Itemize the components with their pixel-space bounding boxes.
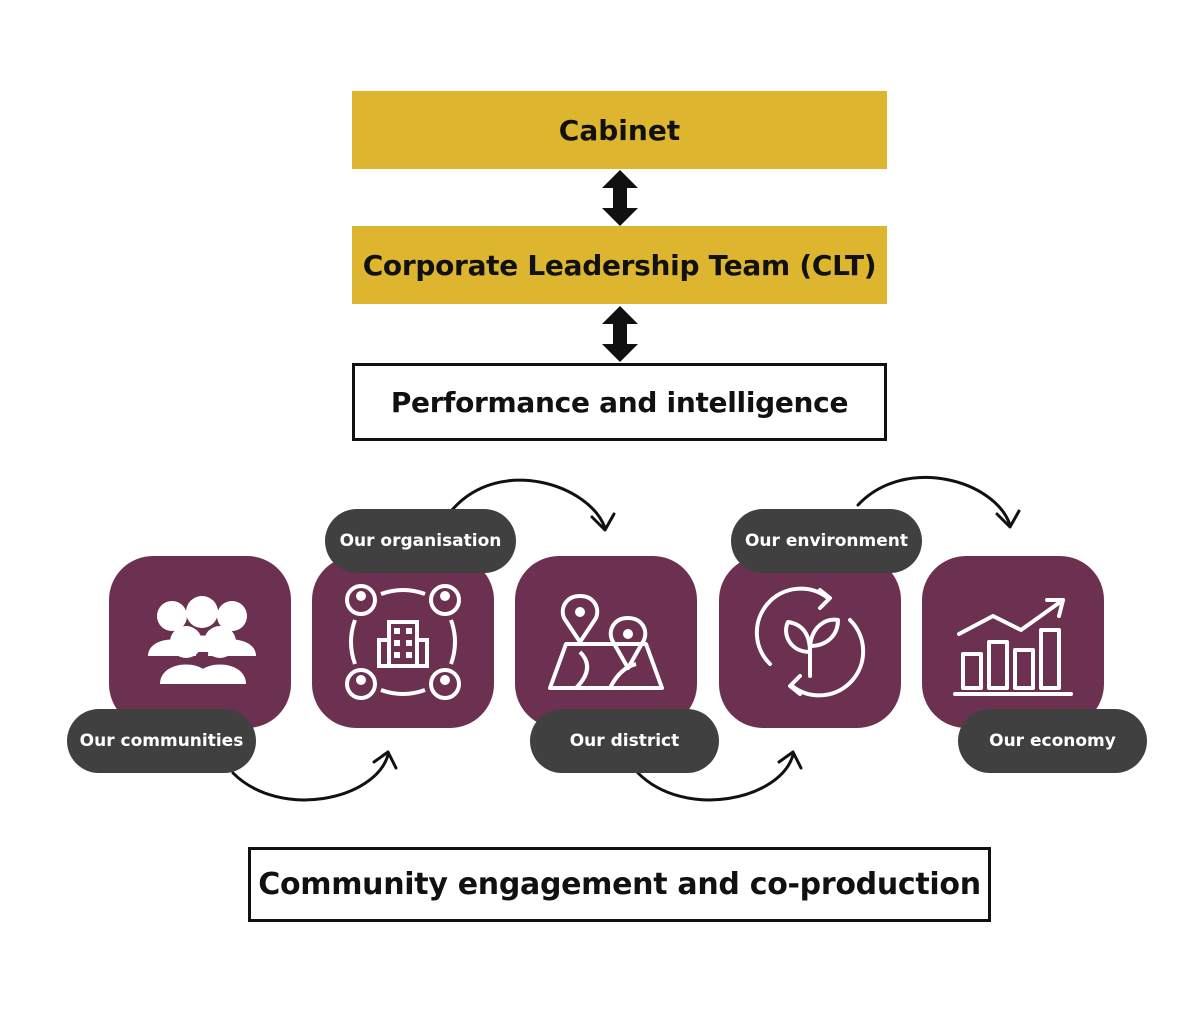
organisation-tile	[312, 556, 494, 728]
map-pins-icon	[548, 594, 664, 690]
pill-our-organisation: Our organisation	[325, 509, 516, 573]
environment-tile	[719, 556, 901, 728]
performance-box: Performance and intelligence	[352, 363, 887, 441]
district-tile	[515, 556, 697, 728]
leaf-cycle-icon	[754, 586, 866, 698]
pill-our-environment: Our environment	[731, 509, 922, 573]
community-engagement-box: Community engagement and co-production	[248, 847, 991, 922]
clt-box: Corporate Leadership Team (CLT)	[352, 226, 887, 304]
organisation-network-icon	[345, 584, 461, 700]
growth-chart-icon	[953, 598, 1073, 696]
pill-our-communities: Our communities	[67, 709, 256, 773]
double-arrow-icon	[602, 306, 638, 362]
economy-tile	[922, 556, 1104, 728]
double-arrow-icon	[602, 170, 638, 226]
cabinet-box: Cabinet	[352, 91, 887, 169]
communities-tile	[109, 556, 291, 728]
pill-our-district: Our district	[530, 709, 719, 773]
people-group-icon	[148, 596, 256, 684]
pill-our-economy: Our economy	[958, 709, 1147, 773]
curved-arrow-icon	[231, 753, 390, 802]
